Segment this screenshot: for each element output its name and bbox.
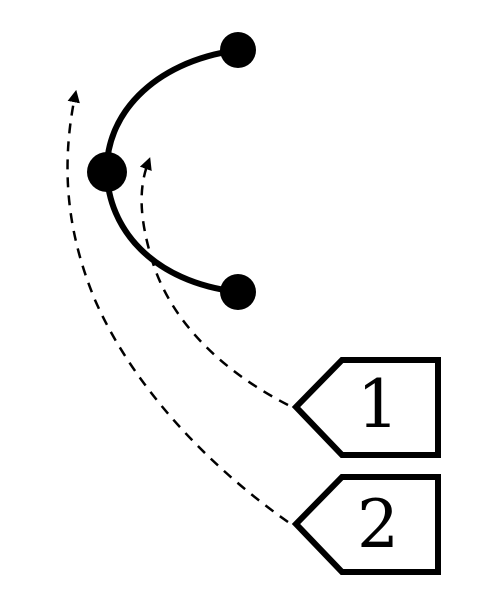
arc-middle-node <box>87 152 127 192</box>
callout-2: 2 <box>291 474 441 575</box>
pointer-2-dashed-arrow <box>66 89 289 524</box>
pointer-1-dashed-arrow <box>139 157 289 407</box>
callout-1-tag <box>291 357 441 458</box>
callout-1: 1 <box>291 357 441 458</box>
arc-top-node <box>220 32 256 68</box>
callout-2-tag <box>291 474 441 575</box>
callout-1-label: 1 <box>357 366 399 443</box>
callout-2-label: 2 <box>357 486 399 563</box>
arc-bottom-node <box>220 274 256 310</box>
